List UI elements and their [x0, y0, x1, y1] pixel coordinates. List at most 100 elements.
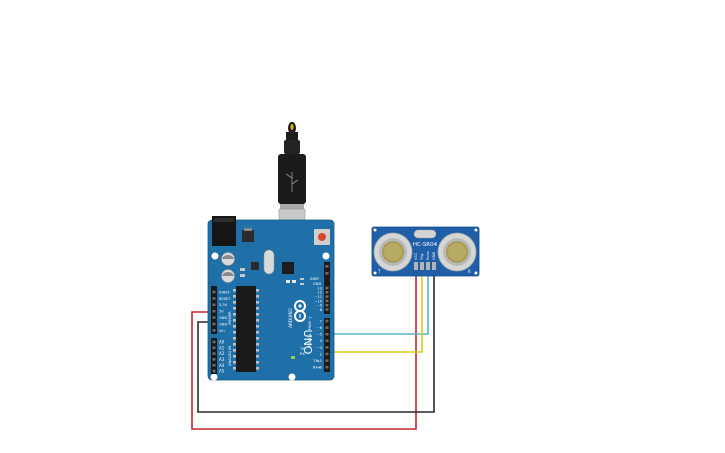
digital-pin-label: ~10: [314, 299, 322, 303]
analog-pin-5[interactable]: [212, 369, 216, 373]
chip-pin: [256, 367, 259, 370]
arduino-uno-board[interactable]: ARDUINO UNO 1312~11~10~987~6~54~32TX▸1RX…: [207, 216, 335, 381]
sensor-pin-echo[interactable]: [426, 262, 430, 270]
wire-5v-red[interactable]: [191, 270, 417, 430]
digital-header-pins[interactable]: [325, 265, 329, 369]
aref-label: AREF: [310, 277, 319, 281]
sensor-model: HC-SR04: [413, 242, 438, 248]
chip-pin: [233, 361, 236, 364]
arduino-logo-icon: [294, 300, 306, 322]
board-model: UNO: [301, 330, 314, 355]
chip-pin: [256, 313, 259, 316]
mount-hole: [322, 252, 330, 260]
power-pin-label: IOREF: [219, 290, 230, 294]
power-pin-5[interactable]: [212, 322, 216, 326]
power-pin-3[interactable]: [212, 309, 216, 313]
sensor-pins[interactable]: [414, 262, 436, 270]
chip-pin: [233, 307, 236, 310]
chip-pin: [256, 337, 259, 340]
analog-pin-label: A2: [219, 351, 225, 356]
board-brand: ARDUINO: [288, 307, 293, 327]
power-pin-1[interactable]: [212, 297, 216, 300]
analog-pin-0[interactable]: [212, 340, 216, 344]
analog-title: ANALOG IN: [228, 346, 232, 366]
digital-pin-1[interactable]: [325, 291, 329, 294]
sensor-pin-trig[interactable]: [420, 262, 424, 270]
wire-gnd-black[interactable]: [197, 270, 435, 413]
chip-pin: [233, 313, 236, 316]
power-pin-label: 5V: [219, 310, 224, 314]
chip-pin: [233, 343, 236, 346]
chip-pin: [233, 289, 236, 292]
digital-pin-label: 13: [317, 286, 322, 290]
digital-pin-label: TX▸1: [312, 359, 322, 363]
digital-pin-9[interactable]: [325, 339, 329, 343]
digital-pin-label: ~5: [317, 333, 322, 337]
chip-pin: [256, 289, 259, 292]
sensor-pin-gnd[interactable]: [432, 262, 436, 270]
mount-hole: [288, 373, 296, 381]
chip-pin: [233, 301, 236, 304]
chip-pin: [256, 307, 259, 310]
digital-pin-11[interactable]: [325, 352, 329, 356]
digital-pin-10[interactable]: [325, 346, 329, 349]
sensor-pin-label: Echo: [426, 251, 430, 260]
sensor-pin-vcc[interactable]: [414, 262, 418, 270]
digital-pin-4[interactable]: [325, 303, 329, 307]
digital-pin-label: ~6: [317, 326, 323, 330]
chip-pin: [256, 361, 259, 364]
analog-pin-3[interactable]: [212, 358, 216, 361]
analog-header-pins[interactable]: [212, 340, 216, 373]
chip-pin: [233, 337, 236, 340]
power-pin-2[interactable]: [212, 303, 216, 307]
aref-gnd-pin[interactable]: [325, 265, 329, 268]
power-pin-6[interactable]: [212, 329, 216, 332]
digital-pin-label: ~3: [317, 346, 322, 350]
power-pin-label: GND: [219, 316, 227, 320]
digital-pin-0[interactable]: [325, 286, 329, 290]
chip-pin: [233, 295, 236, 298]
analog-pin-label: A1: [219, 345, 225, 350]
power-pin-label: RESET: [219, 297, 231, 301]
atmega-chip: [236, 286, 256, 372]
tx-label: TX: [299, 347, 305, 351]
digital-pin-label: 12: [317, 291, 322, 295]
header-analog: [211, 338, 217, 374]
chip-pin: [233, 331, 236, 334]
receiver-transducer: [437, 232, 477, 272]
digital-pin-6[interactable]: [325, 319, 329, 323]
power-header-pins[interactable]: [212, 290, 216, 332]
power-pin-4[interactable]: [212, 316, 216, 319]
analog-pin-2[interactable]: [212, 352, 216, 355]
analog-pin-label: A3: [219, 357, 225, 362]
sensor-pin-label: VCC: [414, 252, 418, 260]
digital-pin-5[interactable]: [325, 308, 329, 311]
digital-pin-12[interactable]: [325, 359, 329, 362]
chip-pin: [233, 355, 236, 358]
chip-pin: [256, 349, 259, 352]
digital-pin-2[interactable]: [325, 295, 329, 298]
wire-echo-yellow[interactable]: [330, 270, 423, 353]
led-on-indicator: [291, 356, 295, 359]
chip-pins: [233, 289, 259, 370]
analog-pin-label: A0: [219, 340, 225, 345]
header-digital-lower: [324, 318, 330, 372]
digital-title: DIGITAL (PWM~): [308, 316, 312, 346]
digital-pin-13[interactable]: [325, 365, 329, 369]
power-pin-0[interactable]: [212, 290, 216, 294]
analog-pin-1[interactable]: [212, 346, 216, 350]
digital-pin-8[interactable]: [325, 332, 329, 336]
chip-pin: [256, 331, 259, 334]
chip-pin: [233, 349, 236, 352]
digital-pin-label: 4: [320, 339, 323, 343]
wire-trig-cyan[interactable]: [330, 270, 429, 335]
analog-pin-label: A5: [219, 369, 225, 374]
aref-gnd-pin[interactable]: [325, 272, 329, 275]
digital-pin-7[interactable]: [325, 326, 329, 329]
digital-pin-3[interactable]: [325, 299, 329, 303]
analog-pin-label: A4: [219, 363, 225, 368]
sensor-pin-label: Trig: [420, 254, 424, 261]
analog-pin-4[interactable]: [212, 363, 216, 367]
